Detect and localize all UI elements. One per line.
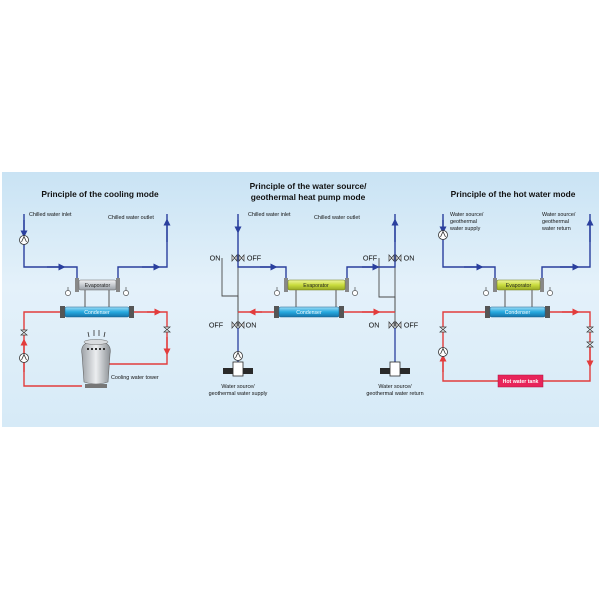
valve-icon xyxy=(20,329,28,336)
pump-icon xyxy=(19,353,29,363)
thermometer-icon xyxy=(65,287,71,296)
chilled-water-outlet-label: Chilled water outlet xyxy=(314,215,360,221)
cooling-mode-panel: Principle of the cooling mode Chilled wa… xyxy=(19,189,171,388)
water-return-label-line1: Water source/ xyxy=(542,212,576,218)
thermometer-icon xyxy=(483,287,489,296)
valve-icon xyxy=(388,321,402,329)
valve-state-on: ON xyxy=(369,321,380,330)
evaporator: Evaporator xyxy=(284,278,349,292)
thermometer-icon xyxy=(123,287,129,296)
water-return-label-line2: geothermal water return xyxy=(366,391,423,397)
valve-state-on: ON xyxy=(404,254,415,263)
well-icon xyxy=(223,361,253,377)
chilled-water-loop xyxy=(20,214,171,280)
thermometer-icon xyxy=(274,287,280,296)
condenser-label: Condenser xyxy=(84,310,110,316)
heat-pump-mode-title-line2: geothermal heat pump mode xyxy=(251,192,366,202)
source-water-loop xyxy=(439,214,594,280)
evaporator: Evaporator xyxy=(493,278,544,292)
evaporator-label: Evaporator xyxy=(303,283,329,289)
valve-icon xyxy=(231,254,245,262)
heat-pump-mode-panel: Principle of the water source/ geotherma… xyxy=(209,181,424,397)
valve-state-on: ON xyxy=(246,321,257,330)
chilled-water-outlet-label: Chilled water outlet xyxy=(108,215,154,221)
water-supply-label-line3: water supply xyxy=(449,226,481,232)
thermometer-icon xyxy=(547,287,553,296)
hot-water-mode-title: Principle of the hot water mode xyxy=(451,189,576,199)
valve-state-off: OFF xyxy=(404,321,419,330)
condenser-label: Condenser xyxy=(296,310,322,316)
valve-state-off: OFF xyxy=(209,321,224,330)
valve-icon xyxy=(231,321,245,329)
water-supply-label-line1: Water source/ xyxy=(221,384,255,390)
evaporator-label: Evaporator xyxy=(85,283,111,289)
water-supply-label-line2: geothermal water supply xyxy=(209,391,268,397)
condenser-label: Condenser xyxy=(505,310,531,316)
water-return-label-line3: water return xyxy=(541,226,571,232)
chilled-water-inlet-label: Chilled water inlet xyxy=(248,212,291,218)
hot-water-mode-panel: Principle of the hot water mode Water so… xyxy=(438,189,594,388)
valve-icon xyxy=(388,254,402,262)
cooling-tower-icon xyxy=(81,330,111,388)
water-return-label-line2: geothermal xyxy=(542,219,569,225)
evaporator-label: Evaporator xyxy=(506,283,532,289)
water-return-label-line1: Water source/ xyxy=(378,384,412,390)
hot-water-loop xyxy=(439,308,594,382)
cooling-tower-label: Cooling water tower xyxy=(111,375,159,381)
valve-icon xyxy=(163,326,171,333)
diagram-canvas: Principle of the cooling mode Chilled wa… xyxy=(19,181,594,397)
valve-state-on: ON xyxy=(210,254,221,263)
thermometer-icon xyxy=(352,287,358,296)
valve-state-off: OFF xyxy=(363,254,378,263)
condenser: Condenser xyxy=(60,306,134,318)
pump-icon xyxy=(19,235,29,245)
condenser: Condenser xyxy=(274,306,344,318)
water-supply-label-line2: geothermal xyxy=(450,219,477,225)
water-supply-label-line1: Water source/ xyxy=(450,212,484,218)
pump-icon xyxy=(233,351,243,361)
valve-icon xyxy=(439,326,447,333)
hot-water-tank: Hot water tank xyxy=(497,374,544,388)
heat-pump-mode-title-line1: Principle of the water source/ xyxy=(250,181,367,191)
valve-icon xyxy=(586,341,594,348)
hot-water-tank-label: Hot water tank xyxy=(503,379,539,385)
evaporator: Evaporator xyxy=(75,278,120,292)
valve-state-off: OFF xyxy=(247,254,262,263)
well-icon xyxy=(380,361,410,377)
diagram-panel: Principle of the cooling mode Chilled wa… xyxy=(2,172,599,427)
condenser: Condenser xyxy=(485,306,550,318)
pump-icon xyxy=(438,230,448,240)
chilled-water-inlet-label: Chilled water inlet xyxy=(29,212,72,218)
cooling-mode-title: Principle of the cooling mode xyxy=(41,189,159,199)
valve-icon xyxy=(586,326,594,333)
pump-icon xyxy=(438,347,448,357)
chilled-water-loop xyxy=(234,214,399,280)
